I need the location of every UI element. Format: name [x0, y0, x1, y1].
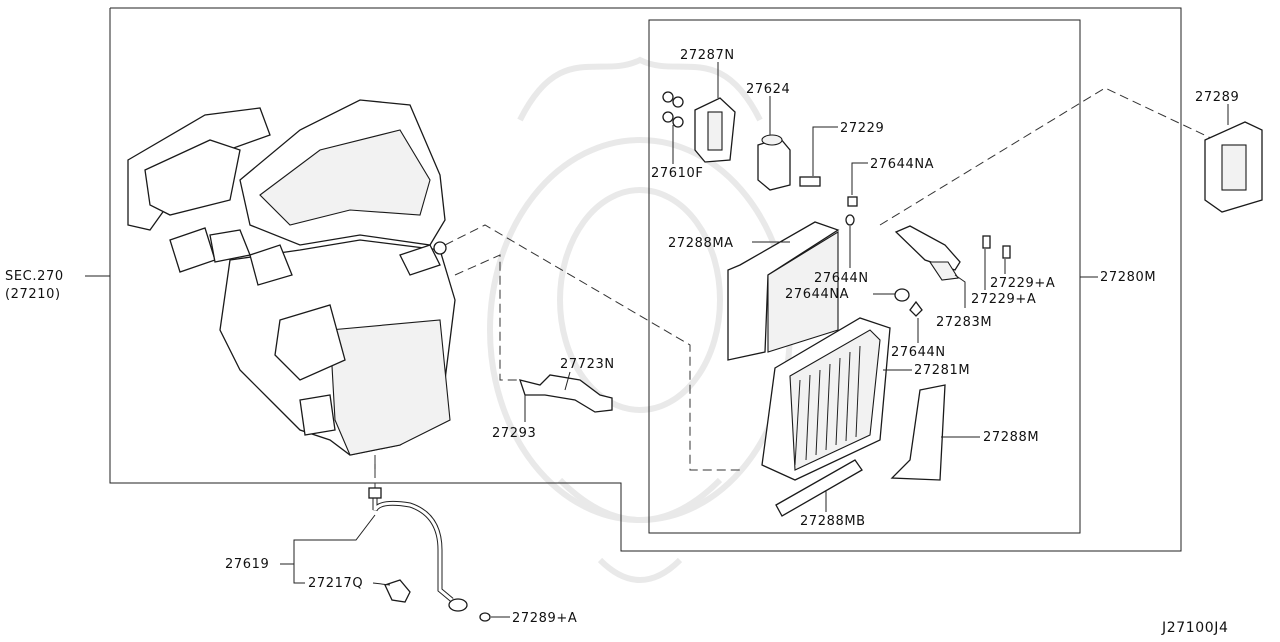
label-27723N: 27723N — [560, 357, 615, 372]
heater-unit-drawing — [127, 99, 456, 470]
part-27610F: 27610F — [651, 91, 703, 181]
diagram-id: J27100J4 — [1161, 620, 1229, 636]
label-27644NA-top: 27644NA — [870, 157, 934, 172]
part-27723N: 27723N 27293 — [492, 357, 615, 441]
label-27283M: 27283M — [936, 315, 992, 330]
label-27289A: 27289+A — [512, 611, 577, 626]
label-27287N: 27287N — [680, 48, 735, 63]
label-27644NA-low: 27644NA — [785, 287, 849, 302]
label-27289: 27289 — [1195, 90, 1239, 105]
label-27610F: 27610F — [651, 166, 703, 181]
sec-label: SEC.270 (27210) — [5, 269, 110, 302]
part-27619: 27619 — [225, 487, 468, 612]
label-27229A-lower: 27229+A — [971, 292, 1036, 307]
label-27644N-mid: 27644N — [814, 271, 869, 286]
callout-27280M: 27280M — [1080, 270, 1156, 285]
label-27229A-upper: 27229+A — [990, 276, 1055, 291]
label-27288MB: 27288MB — [800, 514, 866, 529]
dashed-leaders — [374, 87, 1216, 490]
part-27217Q: 27217Q — [308, 576, 411, 603]
label-sec-27210: (27210) — [5, 287, 61, 302]
part-27624: 27624 — [746, 82, 791, 191]
label-27280M: 27280M — [1100, 270, 1156, 285]
part-27644NA-top: 27644NA — [847, 157, 934, 207]
part-27288MA: 27288MA — [668, 221, 840, 361]
part-27288MB: 27288MB — [775, 459, 866, 529]
part-27644N-low: 27644N — [891, 300, 946, 360]
part-27229: 27229 — [799, 121, 884, 187]
part-27289A: 27289+A — [479, 611, 577, 626]
label-27624: 27624 — [746, 82, 790, 97]
part-27229A: 27229+A 27229+A — [971, 235, 1055, 307]
part-27644NA-low: 27644NA — [785, 287, 910, 302]
label-27281M: 27281M — [914, 363, 970, 378]
part-27289: 27289 — [1195, 90, 1263, 213]
main-frame — [109, 7, 1182, 552]
label-27288M: 27288M — [983, 430, 1039, 445]
label-27644N-low: 27644N — [891, 345, 946, 360]
part-27281M: 27281M — [761, 317, 970, 481]
label-sec-270: SEC.270 — [5, 269, 64, 284]
part-27283M: 27283M — [894, 225, 992, 330]
label-27293: 27293 — [492, 426, 536, 441]
label-27619: 27619 — [225, 557, 269, 572]
label-27217Q: 27217Q — [308, 576, 363, 591]
part-27287N: 27287N — [680, 48, 736, 163]
label-27288MA: 27288MA — [668, 236, 734, 251]
part-27644N-mid: 27644N — [814, 214, 869, 286]
label-27229: 27229 — [840, 121, 884, 136]
part-27288M: 27288M — [890, 384, 1039, 481]
